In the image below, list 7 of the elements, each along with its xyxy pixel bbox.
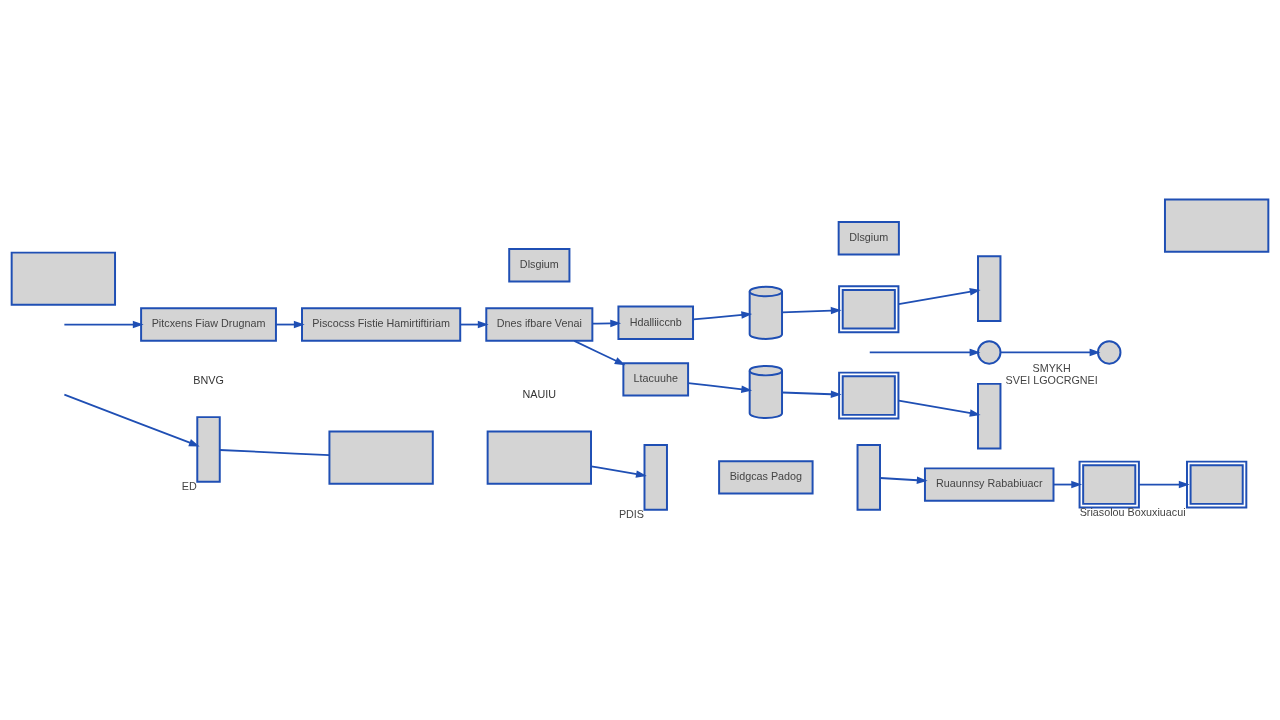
node-label: PDIS [618, 507, 645, 520]
label: BNVG [193, 373, 224, 386]
node-label: Sriasolou Boxuxiuacui [1079, 505, 1186, 518]
node-label: ED [181, 479, 197, 492]
label: NAUIU [522, 387, 557, 400]
node-label: SMYKH [1032, 361, 1071, 374]
node-label: SVEI LGOCRGNEI [1005, 373, 1098, 386]
